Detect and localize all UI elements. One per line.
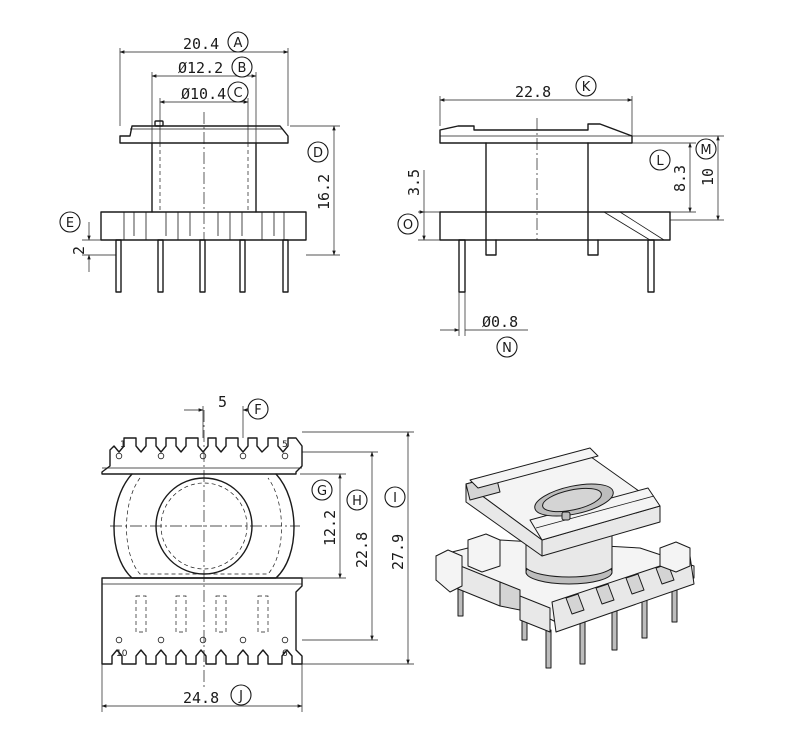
svg-text:O: O [403, 218, 413, 233]
bottom-pin-holes-top [115, 452, 289, 460]
svg-text:G: G [317, 484, 327, 499]
svg-text:M: M [700, 143, 711, 158]
bottom-view: 1 5 10 6 5 [101, 393, 414, 712]
tag-H: H [346, 489, 368, 511]
svg-text:C: C [233, 86, 242, 101]
svg-text:A: A [234, 36, 243, 51]
svg-text:K: K [582, 80, 591, 95]
side-base-height-dim: 3.5 [405, 169, 423, 196]
isometric-view [435, 447, 695, 669]
tag-K: K [575, 75, 597, 97]
bottom-pitch-dim: 5 [218, 393, 227, 411]
tag-L: L [649, 149, 671, 171]
bottom-pin-holes-bottom [115, 636, 289, 644]
tag-J: J [230, 684, 252, 706]
front-view: 20.4 Ø12.2 Ø10.4 16.2 2 [70, 35, 340, 293]
svg-text:B: B [238, 61, 247, 76]
tag-C: C [227, 81, 249, 103]
svg-text:F: F [254, 403, 261, 418]
tag-G: G [311, 479, 333, 501]
front-bore-dia-dim: Ø10.4 [181, 85, 226, 103]
tag-I: I [384, 486, 406, 508]
iso-comb-teeth [565, 563, 675, 615]
base-slots [123, 212, 285, 240]
tag-A: A [227, 31, 249, 53]
svg-text:J: J [238, 689, 243, 704]
svg-text:N: N [502, 341, 512, 356]
side-view: 22.8 8.3 10 3.5 Ø0.8 [405, 83, 724, 336]
tag-M: M [695, 138, 717, 160]
pin-label-6: 6 [282, 649, 288, 659]
side-pin-left [458, 239, 466, 293]
bottom-core-dim: 12.2 [321, 510, 339, 546]
bottom-width-dim: 24.8 [183, 689, 219, 707]
tag-N: N [496, 336, 518, 358]
svg-text:I: I [393, 491, 397, 506]
side-pin-right [647, 239, 655, 293]
tag-F: F [247, 398, 269, 420]
side-total-height-dim: 10 [699, 168, 717, 186]
svg-text:D: D [313, 146, 323, 161]
svg-text:E: E [66, 216, 74, 231]
front-flange-dia-dim: Ø12.2 [178, 59, 223, 77]
bottom-slots [135, 595, 269, 633]
iso-pins [457, 577, 678, 669]
front-height-dim: 16.2 [315, 174, 333, 210]
front-pins [115, 239, 289, 293]
tag-E: E [59, 211, 81, 233]
side-pin-dia-dim: Ø0.8 [482, 313, 518, 331]
front-width-dim: 20.4 [183, 35, 219, 53]
pin-label-1: 1 [120, 440, 126, 450]
bottom-inner-dim: 22.8 [353, 532, 371, 568]
bottom-outer-dim: 27.9 [389, 534, 407, 570]
front-pin-standoff-dim: 2 [70, 246, 88, 255]
svg-text:H: H [352, 494, 362, 509]
tag-O: O [397, 213, 419, 235]
side-inner-height-dim: 8.3 [671, 165, 689, 192]
tag-D: D [307, 141, 329, 163]
side-width-dim: 22.8 [515, 83, 551, 101]
svg-text:L: L [656, 154, 664, 169]
pin-label-5: 5 [282, 440, 288, 450]
tag-B: B [231, 56, 253, 78]
pin-label-10: 10 [116, 649, 128, 659]
